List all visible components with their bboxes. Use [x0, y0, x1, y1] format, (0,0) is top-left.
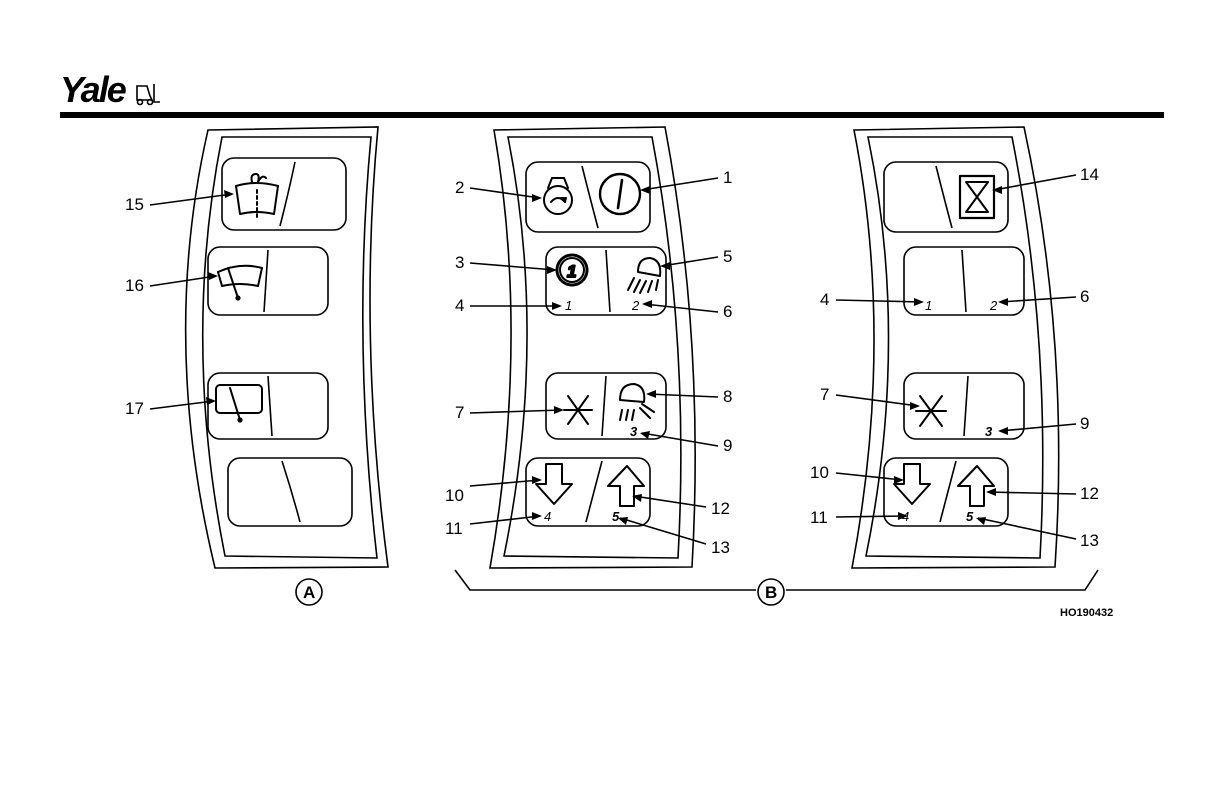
arrow-down-icon[interactable]: [894, 464, 930, 504]
key-number-2: 2: [631, 298, 640, 313]
label-15: 15: [125, 195, 144, 214]
key-number-5: 5: [612, 509, 620, 524]
brand-text: Yale: [60, 69, 127, 110]
label-17: 17: [125, 399, 144, 418]
b2-label-12: 12: [1080, 484, 1099, 503]
windshield-washer-icon[interactable]: [236, 174, 278, 220]
b2-label-6: 6: [1080, 287, 1089, 306]
b2-key-number-3: 3: [985, 424, 993, 439]
gear-number: 1: [567, 262, 576, 281]
front-wiper-icon[interactable]: [218, 266, 262, 300]
b2-label-11: 11: [810, 508, 828, 527]
label-1: 1: [723, 168, 732, 187]
b2-label-10: 10: [810, 463, 829, 482]
rear-wiper-icon[interactable]: [216, 385, 262, 422]
hourglass-icon[interactable]: [960, 176, 994, 218]
work-light-icon[interactable]: [628, 258, 660, 293]
callout-b: B: [765, 583, 777, 602]
snowflake-icon[interactable]: [564, 396, 592, 424]
label-7: 7: [455, 403, 464, 422]
label-3: 3: [455, 253, 464, 272]
b2-key-number-1: 1: [925, 298, 932, 313]
gear-1-icon[interactable]: 1: [557, 255, 587, 285]
forklift-icon: [137, 84, 160, 105]
b2-label-4: 4: [820, 290, 829, 309]
reference-code: HO190432: [1060, 607, 1113, 619]
panel-a-row-4: [228, 458, 352, 526]
b2-label-13: 13: [1080, 531, 1099, 550]
label-5: 5: [723, 247, 732, 266]
b2-label-14: 14: [1080, 165, 1099, 184]
b2-key-number-5: 5: [966, 509, 974, 524]
arrow-down-icon[interactable]: [536, 464, 572, 504]
label-6: 6: [723, 302, 732, 321]
panel-a-row-3: [208, 373, 328, 439]
label-4: 4: [455, 296, 464, 315]
power-icon[interactable]: [600, 174, 640, 214]
panel-a-row-1: [222, 158, 346, 230]
callout-a: A: [303, 583, 315, 602]
arrow-up-icon[interactable]: [958, 466, 994, 506]
label-2: 2: [455, 178, 464, 197]
panel-b-right: 1 2 3 4 5 14 4 6 7 9 10: [810, 127, 1099, 568]
label-13: 13: [711, 538, 730, 557]
yale-logo: Yale: [60, 69, 160, 110]
key-number-1: 1: [565, 298, 572, 313]
b2-label-7: 7: [820, 385, 829, 404]
label-8: 8: [723, 387, 732, 406]
rear-work-light-icon[interactable]: [620, 384, 654, 420]
b2-key-number-2: 2: [989, 298, 998, 313]
panel-b-left: 1 1 2 3: [445, 127, 732, 568]
snowflake-icon[interactable]: [916, 396, 946, 426]
panel-a: 15 16 17 A: [125, 127, 388, 605]
key-number-4: 4: [544, 509, 551, 524]
label-16: 16: [125, 276, 144, 295]
key-number-3: 3: [630, 424, 638, 439]
header-rule: [60, 112, 1164, 118]
label-11: 11: [445, 519, 463, 538]
panel-a-row-2: [208, 247, 328, 315]
b2-label-9: 9: [1080, 414, 1089, 433]
panel-b1-row-3: [546, 373, 666, 439]
panel-b2-row-1: [884, 162, 1008, 232]
label-12: 12: [711, 499, 730, 518]
label-10: 10: [445, 486, 464, 505]
label-9: 9: [723, 436, 732, 455]
engine-preheat-icon[interactable]: [544, 178, 572, 214]
